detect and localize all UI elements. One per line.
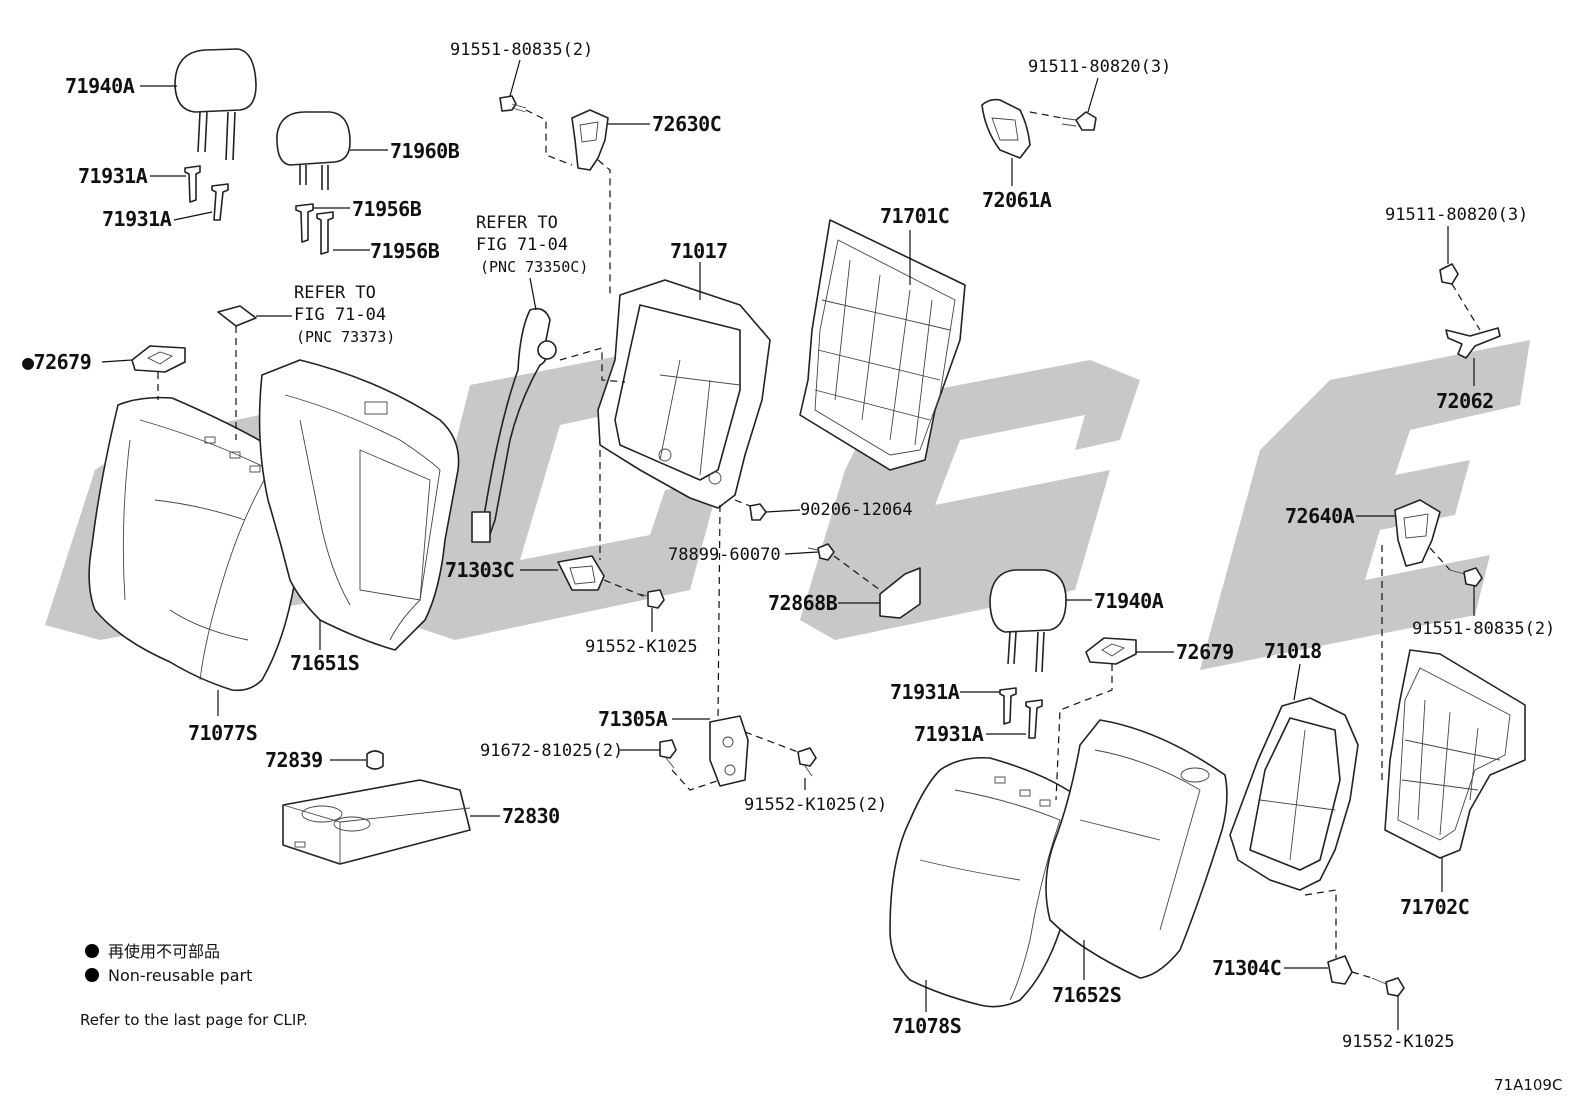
label-72640A: 72640A: [1285, 504, 1355, 528]
label-71956B-1: 71956B: [352, 197, 422, 221]
ref1-line1: REFER TO: [476, 213, 558, 233]
ref2-line1: REFER TO: [294, 283, 376, 303]
label-71304C: 71304C: [1212, 956, 1281, 980]
hinge-72640A: [1394, 499, 1441, 567]
label-71956B-2: 71956B: [370, 239, 440, 263]
label-72830: 72830: [502, 804, 560, 828]
label-71931A-b2: 71931A: [914, 722, 984, 746]
label-72679-left-code: 72679: [34, 350, 92, 374]
bracket-71303C: [557, 555, 605, 591]
legend-bullet-en: [85, 968, 99, 982]
label-72868B: 72868B: [768, 591, 838, 615]
bolt-91552-b: [797, 747, 817, 777]
seatback-cover-71078S: [889, 756, 1086, 1008]
label-71702C: 71702C: [1400, 895, 1469, 919]
bracket-71305A: [709, 715, 749, 787]
label-90206: 90206-12064: [800, 500, 913, 520]
bolt-91511-right: [1439, 263, 1459, 285]
bracket-72868B: [879, 567, 921, 619]
legend-en: Non-reusable part: [108, 966, 252, 985]
ref1-line3: (PNC 73350C): [480, 258, 588, 276]
label-91511-top: 91511-80820(3): [1028, 57, 1171, 77]
bolt-91551-top: [499, 95, 527, 113]
label-71960B: 71960B: [390, 139, 460, 163]
ref1-line2: FIG 71-04: [476, 235, 568, 255]
non-reusable-marker: ●: [22, 350, 34, 374]
headrest-71960B: [276, 111, 351, 190]
ref2-line3: (PNC 73373): [296, 328, 395, 346]
bolt-91511-top: [1061, 111, 1097, 131]
bolt-78899: [807, 543, 835, 561]
label-91551-top: 91551-80835(2): [450, 40, 593, 60]
label-72679-right: 72679: [1176, 640, 1234, 664]
bolt-91552-c: [1371, 977, 1405, 997]
armrest-72830: [282, 779, 471, 865]
bolt-91551-right: [1449, 567, 1483, 587]
legend: 再使用不可部品 Non-reusable part Refer to the l…: [80, 942, 308, 1029]
label-71652S: 71652S: [1052, 983, 1121, 1007]
label-71651S: 71651S: [290, 651, 359, 675]
leader-lines: [101, 59, 1475, 1030]
label-71078S: 71078S: [892, 1014, 961, 1038]
bolt-91672: [659, 739, 677, 769]
label-71940A-right: 71940A: [1094, 589, 1164, 613]
guide-71931A-pair: [184, 165, 229, 221]
label-72061A: 72061A: [982, 188, 1052, 212]
label-72679-left: ●72679: [22, 350, 91, 374]
panel-71702C: [1384, 649, 1526, 859]
seat-belt-ref-73350C: [471, 307, 557, 543]
label-91551-right: 91551-80835(2): [1412, 619, 1555, 639]
clip-ref-73373: [217, 305, 257, 327]
frame-71017: [597, 279, 771, 509]
label-72839: 72839: [265, 748, 323, 772]
cover-72679-right: [1085, 637, 1137, 665]
cushion-stop-72839: [366, 750, 384, 770]
label-71303C: 71303C: [445, 558, 514, 582]
legend-note: Refer to the last page for CLIP.: [80, 1011, 308, 1029]
label-91552-b: 91552-K1025(2): [744, 795, 887, 815]
label-71931A-top1: 71931A: [78, 164, 148, 188]
panel-71701C: [799, 219, 966, 471]
clip-72062: [1445, 327, 1501, 359]
label-71018: 71018: [1264, 639, 1322, 663]
cover-72679-left: [131, 345, 186, 373]
label-78899: 78899-60070: [668, 545, 781, 565]
label-91511-right: 91511-80820(3): [1385, 205, 1528, 225]
label-71017: 71017: [670, 239, 728, 263]
part-labels: 71940A 71960B 71931A 71931A 71956B 71956…: [22, 40, 1555, 1052]
label-71077S: 71077S: [188, 721, 257, 745]
bolt-91552-a: [639, 589, 665, 609]
label-71931A-b1: 71931A: [890, 680, 960, 704]
label-72062: 72062: [1436, 389, 1494, 413]
reference-note-clip: REFER TO FIG 71-04 (PNC 73373): [294, 283, 395, 346]
guide-71931A-right-pair: [999, 687, 1043, 739]
label-72630C: 72630C: [652, 112, 721, 136]
label-91552-a: 91552-K1025: [585, 637, 698, 657]
headrest-71940A-right: [989, 569, 1067, 673]
seatback-pad-71651S: [258, 359, 460, 651]
bracket-71304C: [1327, 955, 1353, 985]
nut-90206: [749, 503, 767, 521]
label-91672: 91672-81025(2): [480, 741, 623, 761]
label-91552-c: 91552-K1025: [1342, 1032, 1455, 1052]
guide-71956B-pair: [295, 203, 334, 255]
headrest-71940A-left: [174, 48, 257, 161]
figure-code: 71A109C: [1494, 1076, 1562, 1094]
ref2-line2: FIG 71-04: [294, 305, 386, 325]
dashed-lines: [157, 109, 1481, 979]
legend-jp: 再使用不可部品: [108, 942, 220, 961]
legend-bullet-jp: [85, 944, 99, 958]
frame-71018: [1229, 697, 1359, 891]
reference-note-belt: REFER TO FIG 71-04 (PNC 73350C): [476, 213, 588, 276]
label-71931A-top2: 71931A: [102, 207, 172, 231]
seatback-pad-71652S: [1045, 719, 1228, 979]
bracket-72061A: [981, 98, 1031, 159]
label-71305A: 71305A: [598, 707, 668, 731]
hinge-72630C: [571, 109, 609, 171]
label-71940A-left: 71940A: [65, 74, 135, 98]
label-71701C: 71701C: [880, 204, 949, 228]
